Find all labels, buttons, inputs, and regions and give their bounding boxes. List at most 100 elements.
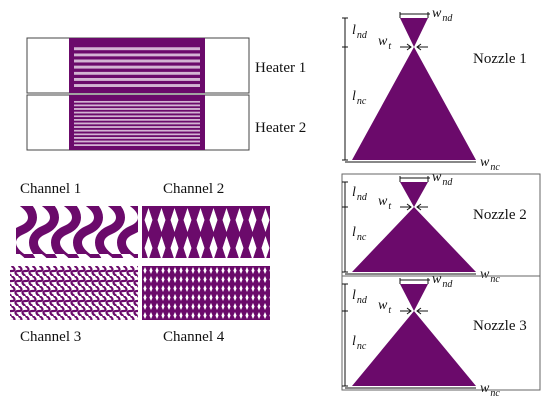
nozzle-3-wnd-label: wnd bbox=[432, 272, 453, 290]
heater-2-gap bbox=[74, 115, 200, 118]
heater-1-stripes bbox=[74, 44, 200, 87]
nozzle-2-throat-arrow-left bbox=[400, 203, 412, 211]
heater-2-bottom-bus bbox=[69, 146, 205, 150]
nozzle-1-wt-label-main: w bbox=[378, 34, 388, 49]
nozzle-2-lnc-label: lnc bbox=[352, 225, 367, 243]
nozzle-3-label: Nozzle 3 bbox=[473, 318, 527, 334]
nozzle-1-throat-arrow-left bbox=[400, 43, 412, 51]
heater-2-stripe bbox=[74, 106, 200, 109]
heater-1-top-bus bbox=[69, 38, 205, 44]
heater-2-stripe bbox=[74, 117, 200, 120]
channel-4-label: Channel 4 bbox=[163, 329, 225, 345]
nozzle-3-throat-arrow-left bbox=[400, 307, 412, 315]
nozzle-1-diffuser bbox=[400, 18, 428, 47]
heater-2-top-bus bbox=[69, 95, 205, 99]
heater-2-stripe bbox=[74, 99, 200, 101]
channel-2-label: Channel 2 bbox=[163, 181, 224, 197]
heater-1-stripe bbox=[74, 74, 200, 79]
nozzle-1-wnd-label: wnd bbox=[432, 6, 453, 24]
channel-3 bbox=[10, 266, 138, 320]
nozzle-3-lnc-label-sub: nc bbox=[357, 341, 367, 352]
heater-1-gap bbox=[74, 71, 200, 75]
heater-2-right-bar bbox=[200, 95, 205, 150]
nozzle-3-lnd-label: lnd bbox=[352, 288, 368, 306]
nozzle-1-wnd-label-main: w bbox=[432, 6, 442, 21]
heater-1-gap bbox=[74, 65, 200, 69]
heater-1-gap bbox=[74, 59, 200, 63]
nozzle-3-wnc-label-main: w bbox=[480, 381, 490, 396]
nozzle-2-diffuser bbox=[400, 182, 428, 207]
nozzle-3-diffuser bbox=[400, 284, 428, 311]
heater-1-stripe bbox=[74, 44, 200, 48]
nozzle-2-lnc-label-main: l bbox=[352, 225, 356, 240]
heater-1-stripe bbox=[74, 56, 200, 60]
heater-2-gap bbox=[74, 104, 200, 107]
heater-2-gap bbox=[74, 144, 200, 146]
heater-2-label: Heater 2 bbox=[255, 120, 306, 136]
nozzle-3-lnc-label-main: l bbox=[352, 334, 356, 349]
nozzle-3-wnc-label: wnc bbox=[480, 381, 500, 399]
nozzle-3-wnc-label-sub: nc bbox=[490, 388, 500, 399]
heater-1-stripe bbox=[74, 62, 200, 66]
nozzle-2-wnc-label-main: w bbox=[480, 267, 490, 282]
nozzle-3-wnd-label-sub: nd bbox=[442, 279, 453, 290]
nozzle-1-throat-arrow-right bbox=[416, 43, 428, 51]
heater-1-bottom-bus bbox=[69, 87, 205, 93]
nozzle-2-wnd-label: wnd bbox=[432, 170, 453, 188]
heater-2-stripe bbox=[74, 124, 200, 127]
nozzle-1-lnc-label-main: l bbox=[352, 89, 356, 104]
heater-2-gap bbox=[74, 129, 200, 132]
nozzle-2-wt-label-main: w bbox=[378, 194, 388, 209]
heater-2-stripe bbox=[74, 113, 200, 116]
nozzle-3-wt-label: wt bbox=[378, 298, 391, 316]
heater-2-gap bbox=[74, 133, 200, 136]
nozzle-2-wnd-label-sub: nd bbox=[442, 177, 453, 188]
heater-2-gap bbox=[74, 108, 200, 110]
heater-1-stripe bbox=[74, 68, 200, 72]
nozzle-2-wnd-label-main: w bbox=[432, 170, 442, 185]
nozzle-2-label: Nozzle 2 bbox=[473, 207, 527, 223]
nozzle-3-wt-label-main: w bbox=[378, 298, 388, 313]
heater-2-gap bbox=[74, 100, 200, 103]
heater-2-gap bbox=[74, 137, 200, 139]
heater-2-stripe bbox=[74, 138, 200, 141]
channel-2-pattern bbox=[142, 206, 270, 258]
nozzle-3-wnd-label-main: w bbox=[432, 272, 442, 287]
heater-1-stripe bbox=[74, 50, 200, 54]
heater-2-stripe bbox=[74, 120, 200, 123]
nozzle-3-lnd-label-sub: nd bbox=[357, 295, 368, 306]
heater-2-gap bbox=[74, 126, 200, 128]
heater-1-right-bar bbox=[200, 38, 205, 93]
channel-1-pattern bbox=[16, 206, 138, 258]
heater-1-label: Heater 1 bbox=[255, 60, 306, 76]
nozzle-1-label: Nozzle 1 bbox=[473, 51, 527, 67]
nozzle-3-lnc-label: lnc bbox=[352, 334, 367, 352]
nozzle-2-lnd-label-sub: nd bbox=[357, 192, 368, 203]
nozzle-2-lnd-label-main: l bbox=[352, 185, 356, 200]
heater-2-stripe bbox=[74, 135, 200, 138]
heater-1-stripe bbox=[74, 80, 200, 85]
heater-2-left-bar bbox=[69, 95, 74, 150]
nozzle-3-throat-arrow-right bbox=[416, 307, 428, 315]
nozzle-1-lnc-label: lnc bbox=[352, 89, 367, 107]
nozzle-2-wt-label: wt bbox=[378, 194, 391, 212]
channel-2 bbox=[142, 206, 270, 258]
nozzle-1-wt-label-sub: t bbox=[388, 41, 391, 52]
heater-1-left-bar bbox=[69, 38, 74, 93]
heater-2: Heater 2 bbox=[26, 94, 306, 151]
nozzle-1-lnc-label-sub: nc bbox=[357, 96, 367, 107]
channel-4 bbox=[142, 266, 270, 320]
nozzle-1-wnc-label-sub: nc bbox=[490, 162, 500, 173]
heater-1: Heater 1 bbox=[26, 37, 306, 94]
heater-2-stripe bbox=[74, 102, 200, 105]
nozzle-3-converger bbox=[352, 311, 476, 386]
channel-4-pattern bbox=[142, 266, 270, 320]
nozzle-3-frame bbox=[341, 275, 541, 391]
heater-1-gap bbox=[74, 47, 200, 51]
nozzle-2-throat-arrow-right bbox=[416, 203, 428, 211]
nozzle-1-wt-label: wt bbox=[378, 34, 391, 52]
